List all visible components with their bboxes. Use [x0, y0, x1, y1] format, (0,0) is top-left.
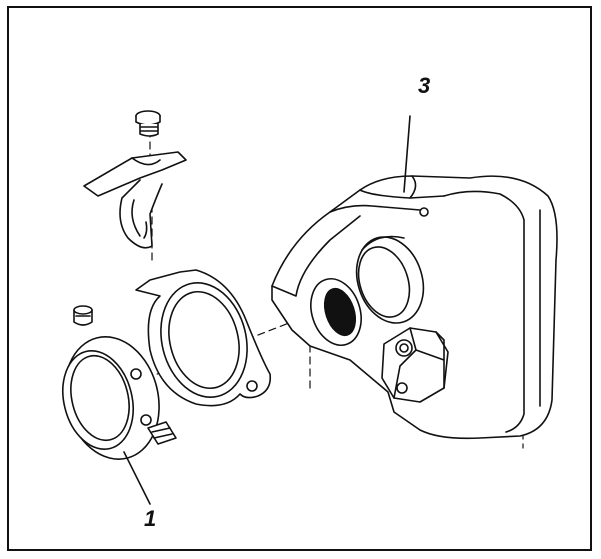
- leader-line-1: [123, 451, 151, 505]
- callout-part-3: 3: [418, 73, 431, 98]
- grub-screw-part: [73, 305, 93, 326]
- leader-line-3: [403, 115, 411, 193]
- screw-part: [135, 110, 161, 137]
- housing-part: [271, 175, 558, 440]
- locking-collar-part: [62, 336, 177, 460]
- flanged-ring-part: [135, 269, 272, 407]
- clamp-bracket-part: [83, 151, 187, 249]
- callout-part-1: 1: [144, 506, 157, 531]
